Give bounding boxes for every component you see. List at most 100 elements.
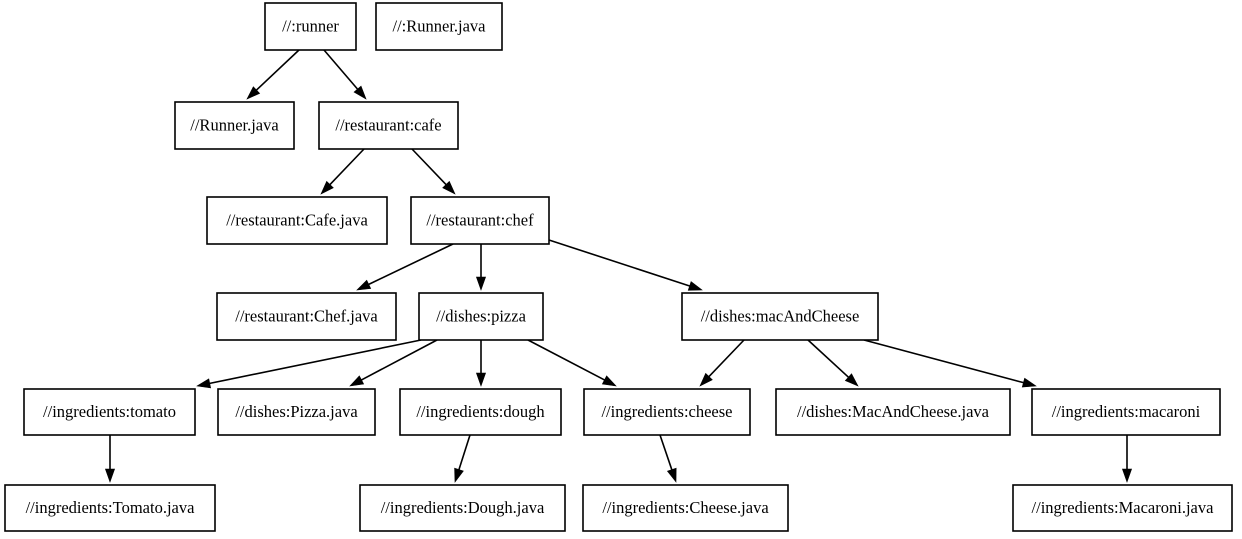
edge-line <box>411 148 447 186</box>
node-box[interactable] <box>318 101 459 150</box>
node-label: //restaurant:chef <box>426 210 534 229</box>
edge-line <box>807 339 849 378</box>
graph-node-runner[interactable]: //:runner <box>264 2 357 51</box>
graph-node-root_runner_java[interactable]: //:Runner.java <box>375 2 503 51</box>
graph-edge <box>104 435 116 483</box>
graph-node-runner_java[interactable]: //Runner.java <box>174 101 295 150</box>
edge-arrowhead-icon <box>687 281 703 291</box>
node-label: //ingredients:cheese <box>601 402 732 421</box>
graph-node-ing_tomato[interactable]: //ingredients:tomato <box>23 388 196 436</box>
graph-edge <box>454 434 471 483</box>
edge-arrowhead-icon <box>454 467 464 483</box>
edge-arrowhead-icon <box>844 373 859 387</box>
graph-node-mac_java[interactable]: //dishes:MacAndCheese.java <box>775 388 1011 436</box>
node-label: //restaurant:Chef.java <box>235 306 378 325</box>
node-label: //dishes:MacAndCheese.java <box>797 402 990 421</box>
graph-edge <box>411 148 456 195</box>
edge-arrowhead-icon <box>353 85 367 100</box>
node-box[interactable] <box>264 2 357 51</box>
node-label: //ingredients:Cheese.java <box>602 498 769 517</box>
graph-node-dishes_mac[interactable]: //dishes:macAndCheese <box>681 292 879 341</box>
graph-edge <box>659 434 677 483</box>
graph-edge <box>196 339 422 389</box>
graph-node-cheese_java[interactable]: //ingredients:Cheese.java <box>582 484 789 532</box>
edge-arrowhead-icon <box>196 378 212 389</box>
node-box[interactable] <box>399 388 562 436</box>
graph-node-ing_dough[interactable]: //ingredients:dough <box>399 388 562 436</box>
graph-edge <box>699 339 745 387</box>
edge-line <box>548 239 690 287</box>
node-box[interactable] <box>216 292 397 341</box>
nodes-layer: //:runner //:Runner.java //Runner.java //re… <box>4 2 1233 532</box>
node-box[interactable] <box>206 196 388 245</box>
graph-node-tomato_java[interactable]: //ingredients:Tomato.java <box>4 484 216 532</box>
node-box[interactable] <box>775 388 1011 436</box>
graph-node-restaurant_cafe[interactable]: //restaurant:cafe <box>318 101 459 150</box>
graph-node-dough_java[interactable]: //ingredients:Dough.java <box>359 484 566 532</box>
graph-node-macaroni_java[interactable]: //ingredients:Macaroni.java <box>1012 484 1233 532</box>
node-box[interactable] <box>217 388 376 436</box>
edge-arrowhead-icon <box>104 468 116 483</box>
graph-node-chef_java[interactable]: //restaurant:Chef.java <box>216 292 397 341</box>
edge-arrowhead-icon <box>442 180 456 195</box>
graph-node-restaurant_chef[interactable]: //restaurant:chef <box>410 196 550 245</box>
node-box[interactable] <box>4 484 216 532</box>
graph-node-dishes_pizza[interactable]: //dishes:pizza <box>418 292 544 341</box>
edge-line <box>527 339 605 381</box>
node-label: //restaurant:cafe <box>335 115 441 134</box>
node-box[interactable] <box>583 388 751 436</box>
node-label: //dishes:macAndCheese <box>701 306 860 325</box>
node-label: //ingredients:Tomato.java <box>26 498 196 517</box>
node-label: //ingredients:macaroni <box>1052 402 1201 421</box>
node-label: //:runner <box>282 16 339 35</box>
graph-edge <box>246 49 300 100</box>
edge-arrowhead-icon <box>666 467 677 483</box>
graph-edge <box>548 239 703 291</box>
edge-arrowhead-icon <box>475 276 487 291</box>
graph-edge <box>475 340 487 387</box>
graph-edge <box>349 339 438 387</box>
node-box[interactable] <box>375 2 503 51</box>
node-box[interactable] <box>359 484 566 532</box>
graph-node-pizza_java[interactable]: //dishes:Pizza.java <box>217 388 376 436</box>
edge-arrowhead-icon <box>246 86 261 100</box>
edge-arrowhead-icon <box>699 372 713 387</box>
edge-arrowhead-icon <box>349 375 365 387</box>
node-box[interactable] <box>23 388 196 436</box>
graph-edge <box>320 148 365 195</box>
edge-line <box>458 434 471 470</box>
node-label: //:Runner.java <box>392 16 486 35</box>
node-box[interactable] <box>1031 388 1221 436</box>
node-label: //ingredients:Macaroni.java <box>1032 498 1215 517</box>
graph-node-ing_macaroni[interactable]: //ingredients:macaroni <box>1031 388 1221 436</box>
graph-node-cafe_java[interactable]: //restaurant:Cafe.java <box>206 196 388 245</box>
edge-arrowhead-icon <box>356 279 372 291</box>
node-box[interactable] <box>418 292 544 341</box>
edge-line <box>368 243 454 286</box>
graph-edge <box>356 243 454 291</box>
edge-line <box>659 434 673 470</box>
node-label: //dishes:pizza <box>436 306 526 325</box>
edge-line <box>323 49 359 90</box>
edge-arrowhead-icon <box>320 180 334 195</box>
edge-arrowhead-icon <box>1021 377 1037 388</box>
edge-line <box>329 148 365 186</box>
edge-line <box>209 339 422 385</box>
edge-line <box>361 339 438 381</box>
graph-edge <box>527 339 617 387</box>
edge-arrowhead-icon <box>601 375 617 387</box>
node-label: //ingredients:Dough.java <box>381 498 545 517</box>
node-box[interactable] <box>582 484 789 532</box>
edge-arrowhead-icon <box>475 372 487 387</box>
node-label: //Runner.java <box>190 115 279 134</box>
node-box[interactable] <box>681 292 879 341</box>
node-label: //ingredients:tomato <box>43 402 176 421</box>
node-box[interactable] <box>174 101 295 150</box>
edges-layer <box>104 49 1133 483</box>
node-box[interactable] <box>1012 484 1233 532</box>
node-box[interactable] <box>410 196 550 245</box>
node-label: //ingredients:dough <box>416 402 545 421</box>
graph-node-ing_cheese[interactable]: //ingredients:cheese <box>583 388 751 436</box>
